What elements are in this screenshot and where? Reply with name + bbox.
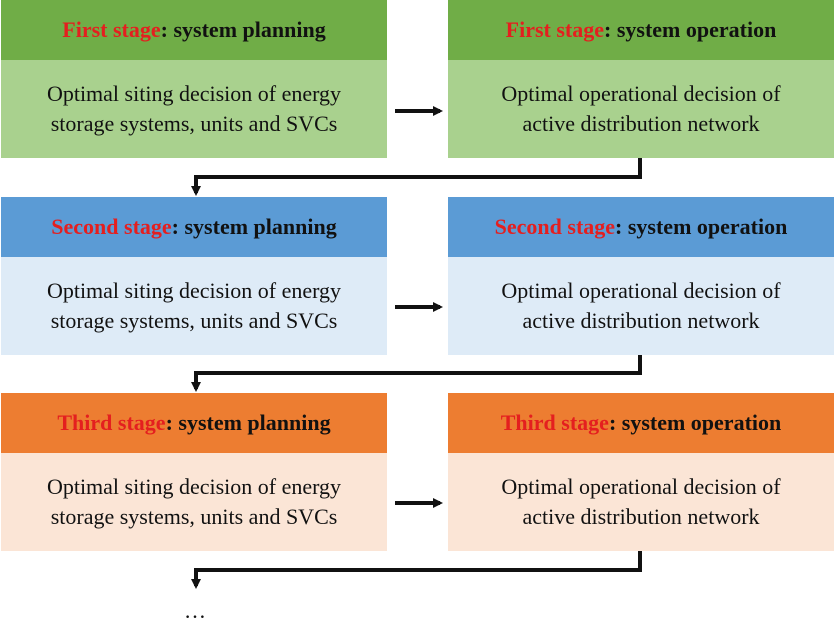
stage-label: Second stage — [494, 214, 616, 239]
body-line: Optimal operational decision of — [501, 81, 781, 106]
second-stage-operation-body: Optimal operational decision of active d… — [448, 257, 834, 355]
body-line: active distribution network — [522, 308, 760, 333]
elbow-arrow-down — [191, 551, 642, 589]
elbow-arrow-down — [191, 355, 642, 392]
second-stage-planning-header: Second stage: system planning — [1, 197, 387, 257]
body-line: Optimal siting decision of energy — [46, 81, 342, 106]
body-line: Optimal operational decision of — [501, 278, 781, 303]
second-stage-planning-body: Optimal siting decision of energy storag… — [1, 257, 387, 355]
first-stage-operation-header: First stage: system operation — [448, 0, 834, 60]
stage-label: Third stage — [500, 410, 609, 435]
body-line: storage systems, units and SVCs — [50, 504, 338, 529]
header-text: : system planning — [165, 410, 331, 435]
third-stage-planning-body: Optimal siting decision of energy storag… — [1, 453, 387, 551]
header-text: : system planning — [171, 214, 337, 239]
body-line: storage systems, units and SVCs — [50, 308, 338, 333]
third-stage-operation-body: Optimal operational decision of active d… — [448, 453, 834, 551]
body-line: active distribution network — [522, 504, 760, 529]
stage-label: Third stage — [57, 410, 166, 435]
body-line: active distribution network — [522, 111, 760, 136]
body-line: storage systems, units and SVCs — [50, 111, 338, 136]
first-stage-operation-body: Optimal operational decision of active d… — [448, 60, 834, 158]
header-text: : system planning — [160, 17, 326, 42]
stage-label: Second stage — [51, 214, 172, 239]
elbow-arrow-down — [191, 158, 642, 196]
header-text: : system operation — [608, 410, 782, 435]
second-stage-operation-header: Second stage: system operation — [448, 197, 834, 257]
stage-label: First stage — [62, 17, 161, 42]
header-text: : system operation — [604, 17, 777, 42]
stage-label: First stage — [505, 17, 605, 42]
third-stage-planning-header: Third stage: system planning — [1, 393, 387, 453]
body-line: Optimal operational decision of — [501, 474, 781, 499]
continuation-ellipsis: … — [184, 598, 206, 623]
third-stage-operation-header: Third stage: system operation — [448, 393, 834, 453]
first-stage-planning-header: First stage: system planning — [1, 0, 387, 60]
body-line: Optimal siting decision of energy — [46, 474, 342, 499]
first-stage-planning-body: Optimal siting decision of energy storag… — [1, 60, 387, 158]
body-line: Optimal siting decision of energy — [46, 278, 342, 303]
header-text: : system operation — [615, 214, 788, 239]
